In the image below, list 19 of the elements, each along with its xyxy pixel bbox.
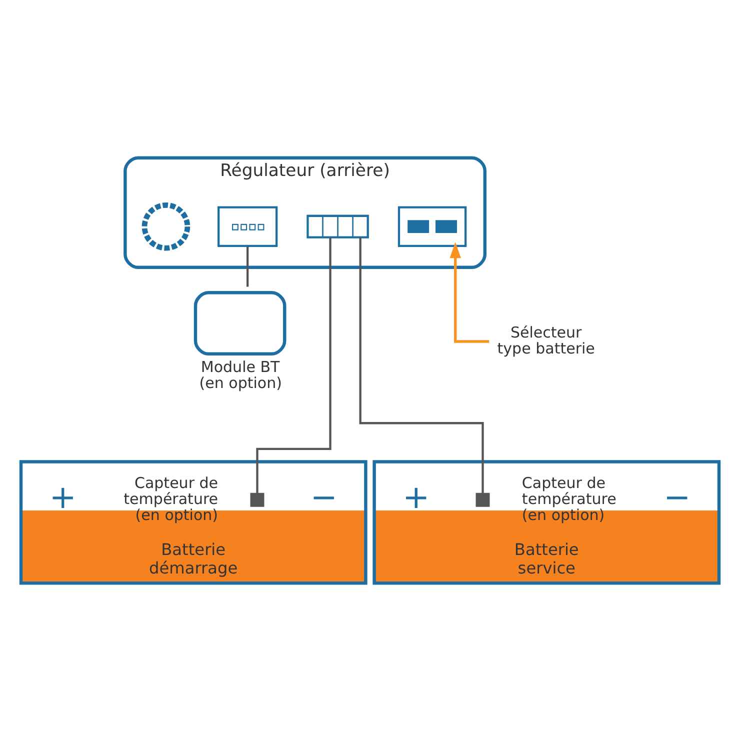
node-label: Capteur de température (en option)	[124, 473, 218, 524]
node-box	[476, 492, 490, 506]
connector	[256, 237, 332, 493]
arrow	[450, 242, 490, 342]
node-box	[218, 206, 278, 247]
cluster: Régulateur (arrière)	[124, 156, 486, 269]
label: +	[402, 477, 430, 516]
node-circle	[142, 202, 190, 250]
node-box	[250, 492, 264, 506]
node-label: Capteur de température (en option)	[522, 473, 616, 524]
node-box	[194, 290, 286, 355]
label: −	[664, 477, 691, 516]
node-box	[398, 206, 467, 247]
node-label: Module BT (en option)	[199, 357, 282, 392]
connector	[246, 246, 249, 286]
node-text: Sélecteur type batterie	[497, 322, 595, 358]
label: −	[310, 477, 338, 516]
connector	[359, 236, 484, 493]
label: +	[49, 477, 76, 516]
